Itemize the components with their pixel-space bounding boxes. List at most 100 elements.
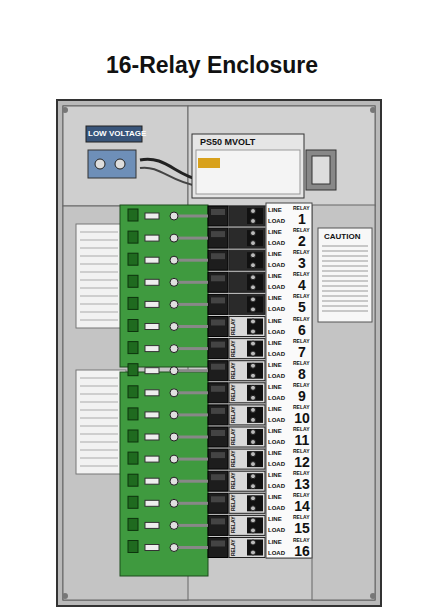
terminal [251, 462, 256, 467]
breaker-handle [211, 518, 225, 524]
chip [128, 209, 138, 221]
terminal-label: LINE [268, 516, 282, 522]
relay-body [247, 230, 263, 246]
relay-caption: RELAY [293, 250, 310, 255]
relay-number: 14 [294, 499, 310, 513]
breaker [208, 515, 228, 535]
relay-body [247, 319, 263, 335]
chip [128, 342, 138, 354]
card-line [80, 410, 118, 411]
terminal [251, 341, 256, 346]
relay-number: 5 [298, 300, 306, 314]
component [145, 346, 159, 352]
relay-marking: RELAY [231, 473, 236, 490]
chip [128, 474, 138, 486]
breaker [208, 206, 228, 226]
relay-caption: RELAY [293, 206, 310, 211]
relay-body [247, 341, 263, 357]
chip [128, 275, 138, 287]
breaker [208, 493, 228, 513]
relay-marking: RELAY [231, 340, 236, 357]
breaker-handle [211, 386, 225, 392]
power-supply-label: PS50 MVOLT [200, 138, 255, 147]
relay [229, 250, 265, 270]
relay-caption: RELAY [293, 471, 310, 476]
card-line [80, 304, 118, 305]
terminal-label: LINE [268, 340, 282, 346]
caution-line [322, 311, 368, 312]
relay-marking: RELAY [231, 362, 236, 379]
connector [170, 544, 178, 552]
relay-number: 10 [294, 411, 310, 425]
component [145, 434, 159, 440]
component [145, 545, 159, 551]
breaker [208, 427, 228, 447]
terminal [251, 484, 256, 489]
caution-line [322, 306, 368, 307]
terminal [251, 496, 256, 501]
terminal [251, 275, 256, 280]
chip [128, 541, 138, 553]
caution-line [322, 276, 368, 277]
relay-body [247, 451, 263, 467]
terminal-label: LOAD [268, 505, 285, 511]
relay [229, 272, 265, 292]
caution-label: CAUTION [324, 233, 360, 241]
relay-number: 11 [295, 433, 310, 447]
component [145, 390, 159, 396]
component [145, 257, 159, 263]
component [145, 412, 159, 418]
card-line [80, 232, 118, 233]
wire [176, 413, 208, 416]
terminal-label: LOAD [268, 483, 285, 489]
wire [176, 347, 208, 350]
wire [176, 215, 208, 218]
connector [170, 278, 178, 286]
terminal-label: LINE [268, 472, 282, 478]
breaker-handle [211, 452, 225, 458]
relay-marking: RELAY [231, 429, 236, 446]
chip [128, 430, 138, 442]
relay-number: 13 [294, 477, 310, 491]
caution-line [322, 266, 368, 267]
component [145, 456, 159, 462]
caution-line [322, 251, 368, 252]
terminal [251, 528, 256, 533]
relay [229, 471, 265, 491]
chip [128, 518, 138, 530]
terminal [251, 452, 256, 457]
wire [176, 303, 208, 306]
terminal-label: LINE [268, 406, 282, 412]
relay-caption: RELAY [293, 449, 310, 454]
terminal [251, 209, 256, 214]
component [145, 500, 159, 506]
card-line [80, 288, 118, 289]
relay-number: 1 [298, 212, 306, 226]
card-line [80, 442, 118, 443]
relay-caption: RELAY [293, 515, 310, 520]
terminal-label: LINE [268, 539, 282, 545]
chip [128, 253, 138, 265]
chip [128, 320, 138, 332]
chip [128, 408, 138, 420]
connector [170, 323, 178, 331]
terminal-label: LOAD [268, 284, 285, 290]
connector [170, 455, 178, 463]
terminal-label: LOAD [268, 240, 285, 246]
card-line [80, 280, 118, 281]
terminal [251, 395, 256, 400]
breaker [208, 339, 228, 359]
caution-line [322, 291, 368, 292]
terminal [251, 550, 256, 555]
relay-marking: RELAY [231, 384, 236, 401]
relay-caption: RELAY [293, 383, 310, 388]
card-line [80, 386, 118, 387]
relay-marking: RELAY [231, 406, 236, 423]
wire [176, 259, 208, 262]
relay-caption: RELAY [293, 538, 310, 543]
terminal [251, 385, 256, 390]
terminal-label: LOAD [268, 461, 285, 467]
connector [170, 477, 178, 485]
breaker-handle [211, 408, 225, 414]
